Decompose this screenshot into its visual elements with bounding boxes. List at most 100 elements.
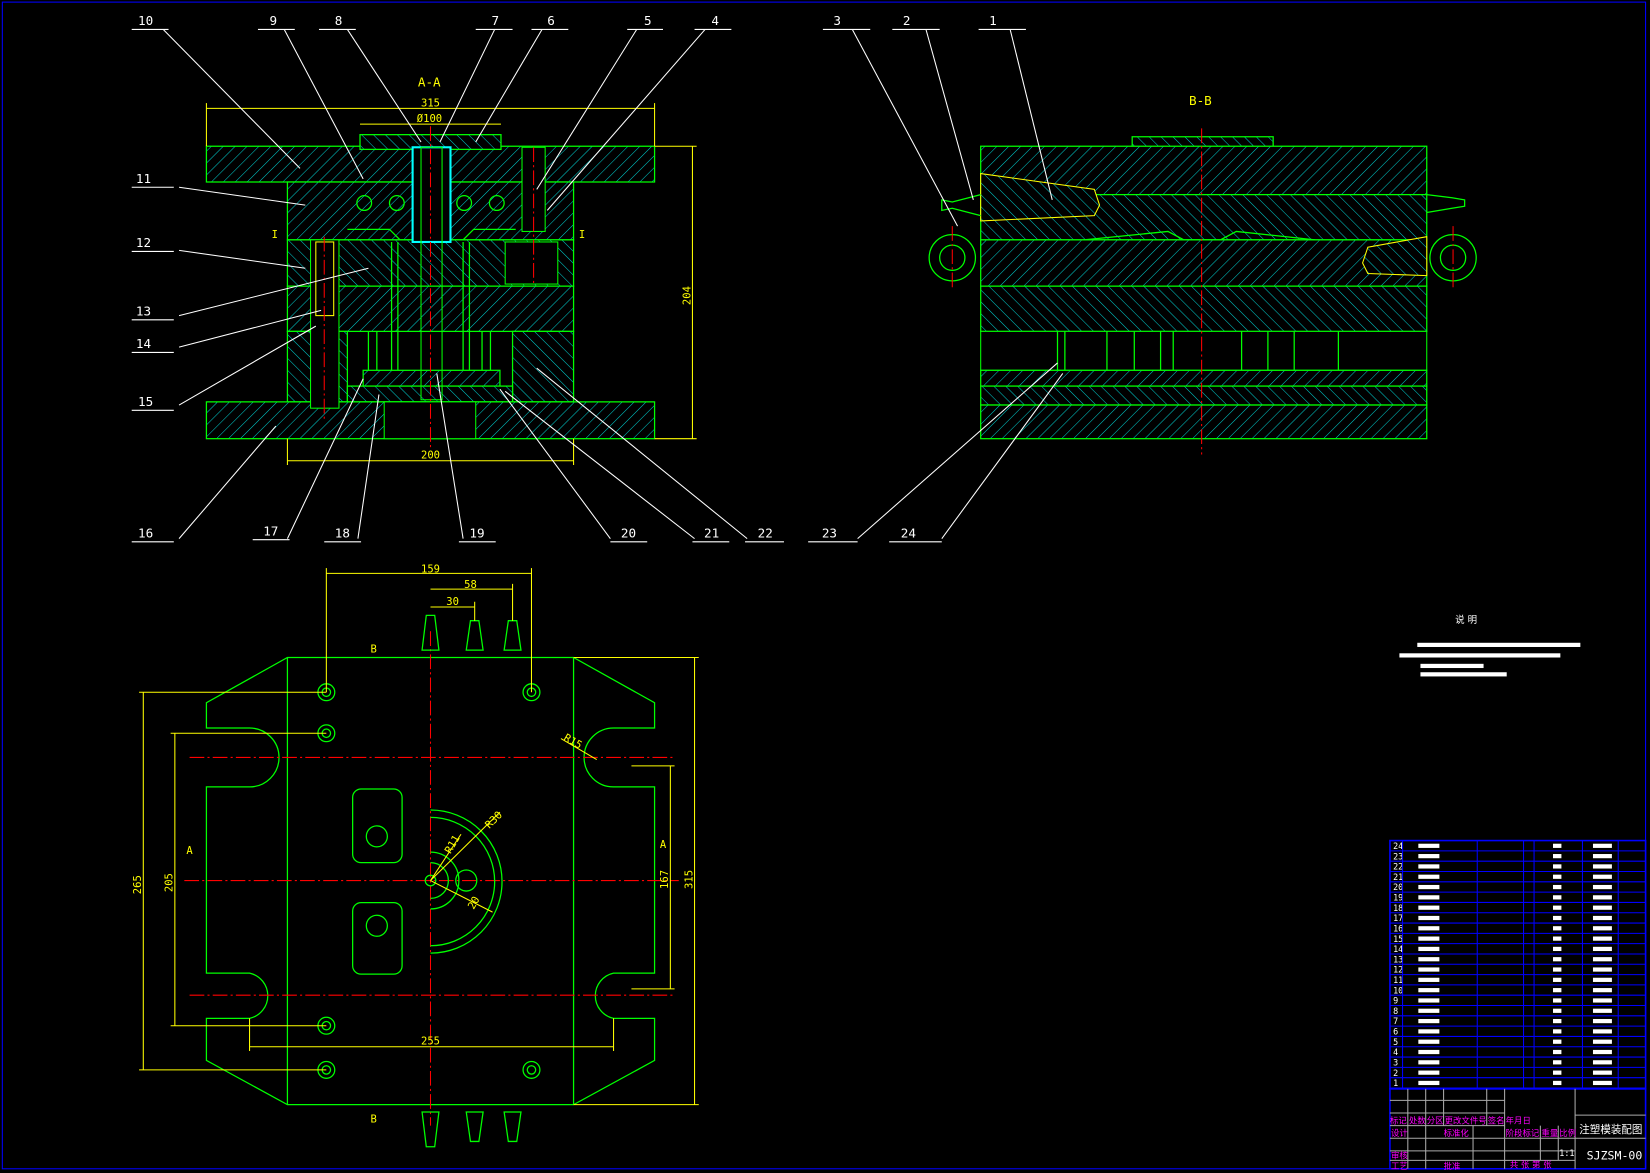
part-label: 8 [335, 13, 343, 28]
section-mark-left: I [272, 229, 278, 241]
ejector-pins [367, 241, 492, 371]
part-label: 18 [335, 526, 350, 541]
part-label: 6 [547, 13, 555, 28]
tb-role-standardization: 标准化 [1444, 1128, 1470, 1138]
part-number: 3 [1393, 1057, 1398, 1067]
dim-plan-265: 265 [132, 875, 144, 894]
part-label: 23 [822, 526, 837, 541]
part-label: 11 [136, 171, 151, 186]
part-label: 9 [270, 13, 278, 28]
part-leader: 9 [257, 13, 364, 180]
part-leader: 8 [318, 13, 422, 143]
plan-view: 159 58 30 265 205 167 315 255 R15 R30 R1… [132, 563, 699, 1148]
part-label: 2 [903, 13, 911, 28]
part-label: 10 [138, 13, 153, 28]
part-number: 22 [1393, 862, 1403, 872]
part-number: 8 [1393, 1006, 1398, 1016]
section-aa-view: A-A 315 Ø100 204 200 I I [205, 74, 697, 465]
part-number: 16 [1393, 923, 1403, 933]
parts-table-row: 12 [1389, 965, 1646, 976]
dim-plan-205: 205 [164, 873, 176, 892]
tb-role-review: 审核 [1391, 1150, 1408, 1160]
parts-table-row: 10 [1389, 985, 1646, 996]
notes-title: 说 明 [1455, 614, 1477, 626]
dim-aa-width: 315 [421, 97, 440, 109]
part-leader: 1 [978, 13, 1053, 201]
part-number: 2 [1393, 1068, 1398, 1078]
tb-stage-mark: 阶段标记 [1506, 1128, 1540, 1138]
part-label: 22 [758, 526, 773, 541]
parts-table-row: 14 [1389, 944, 1646, 955]
part-leader: 2 [892, 13, 974, 201]
part-label: 20 [621, 526, 636, 541]
water-nozzles-bottom [421, 1111, 522, 1148]
part-number: 19 [1393, 893, 1403, 903]
cut-mark-b-top: B [371, 643, 377, 655]
cavity-insert-top [352, 788, 403, 864]
part-leader: 16 [131, 425, 277, 543]
parts-table-row: 23 [1389, 851, 1646, 862]
part-leader: 21 [504, 390, 730, 543]
part-number: 11 [1393, 975, 1403, 985]
part-leader: 18 [324, 394, 380, 543]
dim-plan-58: 58 [464, 579, 477, 591]
part-number: 9 [1393, 996, 1398, 1006]
parts-table-row: 16 [1389, 923, 1646, 934]
tb-header: 签名 [1488, 1116, 1505, 1126]
parts-table-row: 3 [1389, 1057, 1646, 1068]
dim-plan-20: 20 [466, 895, 483, 912]
part-leader: 5 [536, 13, 663, 190]
locating-ring-plan [424, 809, 503, 954]
parts-table-row: 21 [1389, 872, 1646, 883]
part-number: 6 [1393, 1027, 1398, 1037]
dim-aa-height: 204 [681, 286, 693, 305]
part-number: 20 [1393, 882, 1403, 892]
tb-weight: 重量 [1541, 1128, 1558, 1138]
part-leader: 23 [808, 362, 1058, 543]
parts-table-row: 6 [1389, 1027, 1646, 1037]
part-label: 4 [711, 13, 719, 28]
parts-table-row: 15 [1389, 934, 1646, 945]
part-leader: 12 [131, 235, 306, 269]
part-label: 15 [138, 394, 153, 409]
part-label: 19 [469, 526, 484, 541]
part-leader: 15 [131, 325, 317, 411]
parts-table-row: 19 [1389, 893, 1646, 903]
part-leader: 17 [252, 378, 364, 541]
cavity-insert-bottom [352, 902, 403, 975]
part-leader: 24 [889, 373, 1064, 543]
section-bb-view: B-B [928, 93, 1477, 455]
part-label: 17 [263, 523, 278, 538]
part-label: 12 [136, 235, 151, 250]
part-label: 1 [989, 13, 997, 28]
drawing-number: SJZSM-00 [1587, 1148, 1643, 1162]
drawing-title: 注塑模装配图 [1579, 1123, 1642, 1136]
part-number: 24 [1393, 841, 1403, 851]
parts-table-row: 11 [1389, 975, 1646, 986]
parts-table-row: 22 [1389, 862, 1646, 873]
part-number: 1 [1393, 1078, 1398, 1088]
tb-header: 分区 [1427, 1116, 1444, 1126]
part-label: 14 [136, 336, 151, 351]
part-label: 7 [492, 13, 500, 28]
ejector-retainer-plate [362, 369, 501, 387]
part-number: 12 [1393, 965, 1403, 975]
water-nozzles-top [421, 614, 522, 651]
parts-table-row: 24 [1389, 841, 1646, 852]
part-number: 7 [1393, 1016, 1398, 1026]
dim-aa-sprue: Ø100 [417, 113, 442, 125]
dim-aa-base: 200 [421, 450, 440, 462]
parts-table-row: 2 [1389, 1068, 1646, 1079]
part-number: 5 [1393, 1037, 1398, 1047]
dim-plan-315: 315 [683, 870, 695, 889]
part-label: 5 [644, 13, 652, 28]
part-leader: 11 [131, 171, 306, 206]
part-label: 13 [136, 304, 151, 319]
part-number: 21 [1393, 872, 1403, 882]
part-number: 4 [1393, 1047, 1398, 1057]
part-leader: 20 [499, 388, 648, 543]
bb-ejector-pins [1056, 331, 1340, 371]
section-bb-title: B-B [1189, 93, 1212, 108]
